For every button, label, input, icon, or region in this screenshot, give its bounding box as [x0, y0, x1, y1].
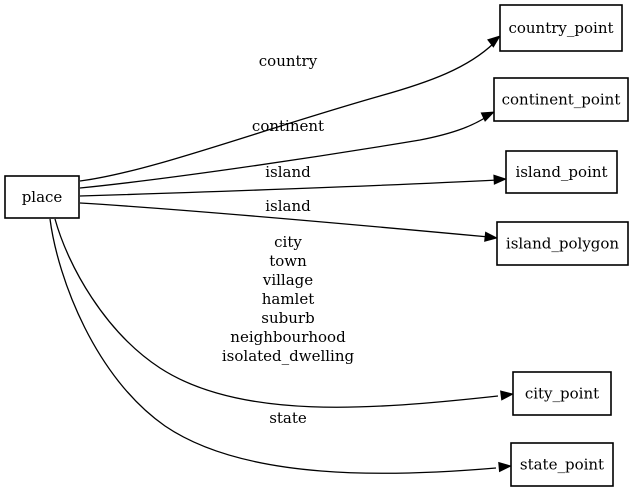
node-state_point[interactable]: state_point	[510, 442, 614, 487]
edge-place-to-state_point[interactable]	[49, 218, 513, 474]
arrowhead-place-to-country_point	[487, 35, 501, 48]
arrowhead-place-to-island_point	[493, 174, 508, 185]
node-label-country_point: country_point	[508, 19, 613, 37]
edge-label-place-to-country_point: country	[259, 52, 318, 70]
node-label-continent_point: continent_point	[502, 91, 621, 109]
edge-label-place-to-island_point: island	[265, 163, 311, 181]
node-label-city_point: city_point	[525, 385, 599, 403]
node-box-state_point	[510, 442, 614, 487]
edge-label-place-to-state_point: state	[269, 409, 307, 427]
arrowhead-place-to-state_point	[498, 461, 513, 473]
edge-place-to-island_polygon[interactable]	[79, 202, 499, 242]
node-label-state_point: state_point	[520, 456, 604, 474]
edges-layer	[49, 35, 515, 474]
node-label-place: place	[22, 188, 63, 206]
arrowhead-place-to-island_polygon	[484, 231, 499, 242]
edge-label-line: isolated_dwelling	[222, 347, 355, 365]
edge-path-place-to-city_point	[54, 218, 499, 408]
nodes-layer: place country_point continent_point island_…	[4, 4, 629, 487]
node-box-place	[4, 175, 80, 219]
node-label-island_point: island_point	[515, 163, 607, 181]
edge-path-place-to-country_point	[79, 42, 495, 182]
arrowhead-place-to-continent_point	[480, 111, 496, 122]
edge-label-line: neighbourhood	[230, 328, 346, 346]
edge-place-to-continent_point[interactable]	[79, 111, 496, 189]
edge-place-to-country_point[interactable]	[79, 35, 501, 182]
node-place[interactable]: place	[4, 175, 80, 219]
edge-label-line: suburb	[261, 309, 314, 327]
node-continent_point[interactable]: continent_point	[493, 77, 629, 122]
edge-place-to-island_point[interactable]	[79, 174, 508, 197]
edge-label-place-to-continent_point: continent	[252, 117, 324, 135]
edge-label-line: continent	[252, 117, 324, 135]
edge-path-place-to-state_point	[49, 218, 497, 474]
node-country_point[interactable]: country_point	[499, 4, 623, 52]
edge-label-line: country	[259, 52, 318, 70]
edge-label-line: state	[269, 409, 307, 427]
edge-path-place-to-continent_point	[79, 115, 489, 189]
edge-label-line: hamlet	[262, 290, 315, 308]
node-city_point[interactable]: city_point	[512, 371, 612, 416]
node-box-country_point	[499, 4, 623, 52]
edge-path-place-to-island_polygon	[79, 202, 490, 238]
edge-label-place-to-island_polygon: island	[265, 197, 311, 215]
node-island_point[interactable]: island_point	[505, 150, 618, 194]
edge-path-place-to-island_point	[79, 179, 499, 197]
edge-place-to-city_point[interactable]	[54, 218, 515, 408]
node-label-island_polygon: island_polygon	[506, 235, 620, 253]
edge-label-line: island	[265, 197, 311, 215]
node-island_polygon[interactable]: island_polygon	[496, 221, 629, 266]
edge-label-line: city	[274, 233, 302, 251]
node-box-island_point	[505, 150, 618, 194]
edge-label-line: town	[269, 252, 307, 270]
node-box-continent_point	[493, 77, 629, 122]
node-box-city_point	[512, 371, 612, 416]
edge-label-line: island	[265, 163, 311, 181]
arrowhead-place-to-city_point	[500, 390, 515, 401]
edge-label-line: village	[262, 271, 313, 289]
node-box-island_polygon	[496, 221, 629, 266]
